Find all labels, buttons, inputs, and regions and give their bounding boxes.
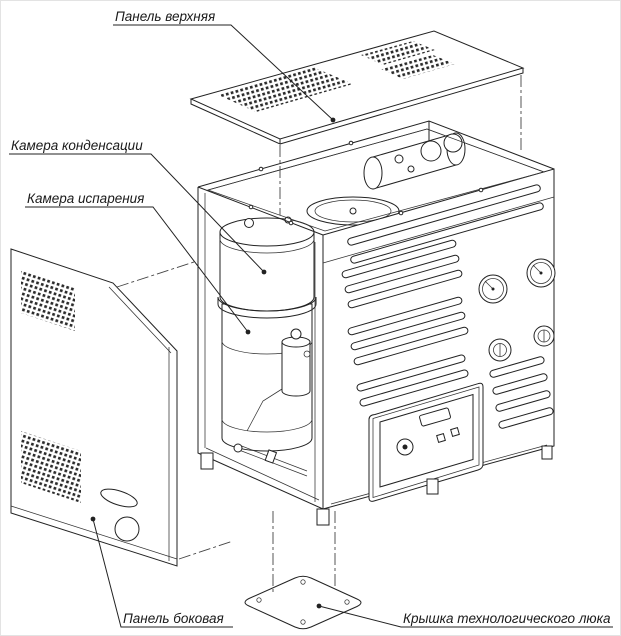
top-panel-edge	[190, 68, 524, 145]
top-panel-vent-grille-small-2	[381, 55, 455, 79]
control-knob-left	[488, 338, 512, 362]
fan-shroud	[306, 196, 400, 226]
assembly-axes	[116, 75, 522, 593]
pressure-gauge-left	[478, 274, 508, 304]
base-piping	[233, 443, 308, 477]
top-panel-face	[189, 30, 525, 140]
left-front-frame	[197, 186, 324, 510]
pressure-gauge-right	[526, 258, 556, 288]
control-knob-right	[533, 325, 555, 347]
cabinet-feet	[200, 445, 553, 526]
top-panel-vent-grille-small-1	[361, 41, 435, 65]
side-panel-vent-grille-bottom	[21, 431, 81, 503]
label-evaporation-chamber: Камера испарения	[27, 191, 144, 206]
label-top-panel: Панель верхняя	[115, 9, 215, 24]
service-window	[368, 382, 484, 502]
top-panel-vent-grille-large	[216, 67, 353, 112]
label-condensation-chamber: Камера конденсации	[11, 138, 143, 153]
leader-lines	[9, 24, 613, 628]
top-frame-inner	[206, 128, 546, 232]
hatch-cover-plate	[244, 575, 362, 630]
side-panel-vent-grille-top	[21, 269, 75, 331]
condensation-chamber-part	[217, 216, 317, 319]
label-side-panel: Панель боковая	[123, 611, 224, 626]
compressor-motor-assembly	[363, 132, 466, 190]
cabinet-body	[197, 120, 556, 526]
hatch-cover-part	[244, 575, 362, 630]
label-hatch-cover: Крышка технологического люка	[403, 611, 611, 626]
front-panel-vent-slats	[341, 184, 554, 429]
side-panel-part	[10, 248, 178, 567]
side-panel-round-hole	[114, 516, 140, 542]
compressor-part	[246, 328, 311, 432]
side-panel-handle-slot	[100, 488, 138, 508]
top-panel-part	[189, 30, 525, 145]
